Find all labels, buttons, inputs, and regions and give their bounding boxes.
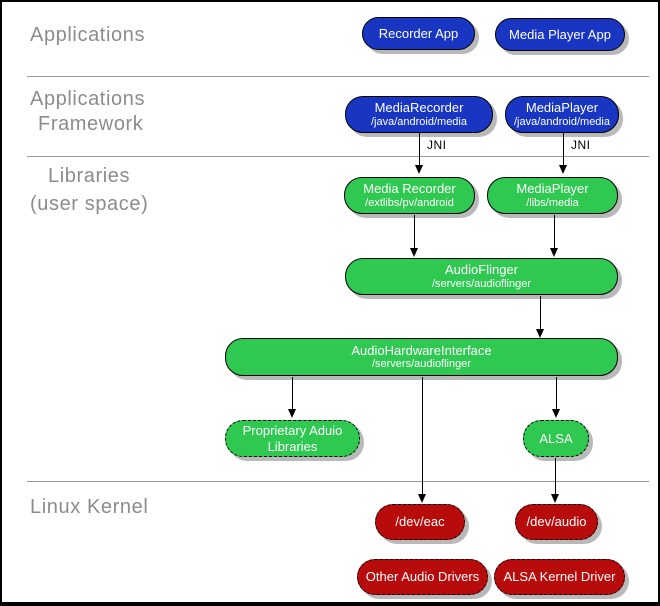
node-media-recorder-lib-title: Media Recorder <box>363 181 456 197</box>
node-mediaplayer-framework-path: /java/android/media <box>513 115 610 128</box>
node-dev-audio: /dev/audio <box>515 504 598 540</box>
arrow-alsa-to-dev-audio <box>551 458 560 503</box>
node-media-recorder-lib-path: /extlibs/pv/android <box>365 196 454 209</box>
arrowhead-down-icon <box>288 409 296 418</box>
layer-label-applications: Applications <box>30 24 146 46</box>
arrowhead-down-icon <box>415 165 423 174</box>
node-mediaplayer-framework-title: MediaPlayer <box>525 100 599 116</box>
arrow-recorderlib-to-audioflinger <box>410 215 419 257</box>
node-alsa: ALSA <box>523 420 589 457</box>
arrow-ahi-to-alsa <box>552 377 561 418</box>
node-mediaplayer-lib-path: /libs/media <box>526 196 579 209</box>
arrow-shaft <box>292 377 293 410</box>
arrow-shaft <box>419 133 420 166</box>
arrowhead-down-icon <box>536 329 544 338</box>
node-alsa-kernel-driver: ALSA Kernel Driver <box>494 559 625 595</box>
arrow-shaft <box>414 215 415 249</box>
arrow-shaft <box>540 296 541 330</box>
node-alsa-kernel-driver-label: ALSA Kernel Driver <box>503 569 616 585</box>
arrow-shaft <box>422 377 423 495</box>
node-dev-eac: /dev/eac <box>375 504 465 540</box>
node-proprietary-audio-libraries-line2: Libraries <box>267 438 318 454</box>
node-dev-eac-label: /dev/eac <box>395 514 445 530</box>
node-proprietary-audio-libraries-line1: Proprietary Aduio <box>242 422 343 438</box>
node-audioflinger: AudioFlinger /servers/audioflinger <box>345 258 618 295</box>
node-other-audio-drivers: Other Audio Drivers <box>357 559 488 595</box>
node-mediaplayer-lib: MediaPlayer /libs/media <box>487 177 618 214</box>
node-audiohardwareinterface-path: /servers/audioflinger <box>371 358 472 371</box>
arrow-audioflinger-to-ahi <box>536 296 545 338</box>
layer-label-framework-line2: Framework <box>38 113 144 135</box>
node-recorder-app: Recorder App <box>362 17 475 50</box>
node-other-audio-drivers-label: Other Audio Drivers <box>365 569 480 585</box>
node-mediaplayer-lib-title: MediaPlayer <box>516 181 589 197</box>
separator-libraries-kernel <box>27 481 649 482</box>
jni-label-right: JNI <box>571 138 591 152</box>
arrowhead-down-icon <box>551 494 559 503</box>
arrowhead-down-icon <box>552 409 560 418</box>
arrow-playerlib-to-audioflinger <box>550 215 559 257</box>
arrowhead-down-icon <box>418 494 426 503</box>
layer-label-libraries-line1: Libraries <box>48 165 131 187</box>
layer-label-libraries-line2: (user space) <box>30 193 149 215</box>
arrow-ahi-to-proprietary <box>288 377 297 418</box>
node-mediarecorder-framework-title: MediaRecorder <box>374 100 464 116</box>
arrow-shaft <box>563 133 564 166</box>
node-audioflinger-title: AudioFlinger <box>445 262 518 278</box>
arrow-shaft <box>555 458 556 495</box>
node-recorder-app-label: Recorder App <box>378 25 459 41</box>
node-media-player-app-label: Media Player App <box>509 26 611 42</box>
arrow-mediaplayer-jni <box>559 133 568 174</box>
node-audiohardwareinterface-title: AudioHardwareInterface <box>351 342 492 358</box>
arrowhead-down-icon <box>559 165 567 174</box>
node-proprietary-audio-libraries: Proprietary Aduio Libraries <box>225 420 360 457</box>
arrow-mediarecorder-jni <box>415 133 424 174</box>
layer-label-linux-kernel: Linux Kernel <box>30 496 149 518</box>
arrow-ahi-to-dev-eac <box>418 377 427 503</box>
arrowhead-down-icon <box>550 248 558 257</box>
arrow-shaft <box>556 377 557 410</box>
arrowhead-down-icon <box>410 248 418 257</box>
node-mediarecorder-framework: MediaRecorder /java/android/media <box>345 96 493 133</box>
separator-applications-framework <box>27 76 649 77</box>
separator-framework-libraries <box>27 156 649 157</box>
node-audioflinger-path: /servers/audioflinger <box>431 277 532 290</box>
node-mediarecorder-framework-path: /java/android/media <box>370 115 467 128</box>
node-alsa-label: ALSA <box>539 430 573 446</box>
jni-label-left: JNI <box>427 138 447 152</box>
node-media-recorder-lib: Media Recorder /extlibs/pv/android <box>344 177 475 214</box>
layer-label-framework-line1: Applications <box>30 88 146 110</box>
node-dev-audio-label: /dev/audio <box>526 514 587 530</box>
arrow-shaft <box>554 215 555 249</box>
node-mediaplayer-framework: MediaPlayer /java/android/media <box>505 96 619 133</box>
node-audiohardwareinterface: AudioHardwareInterface /servers/audiofli… <box>225 338 618 376</box>
node-media-player-app: Media Player App <box>495 18 625 51</box>
